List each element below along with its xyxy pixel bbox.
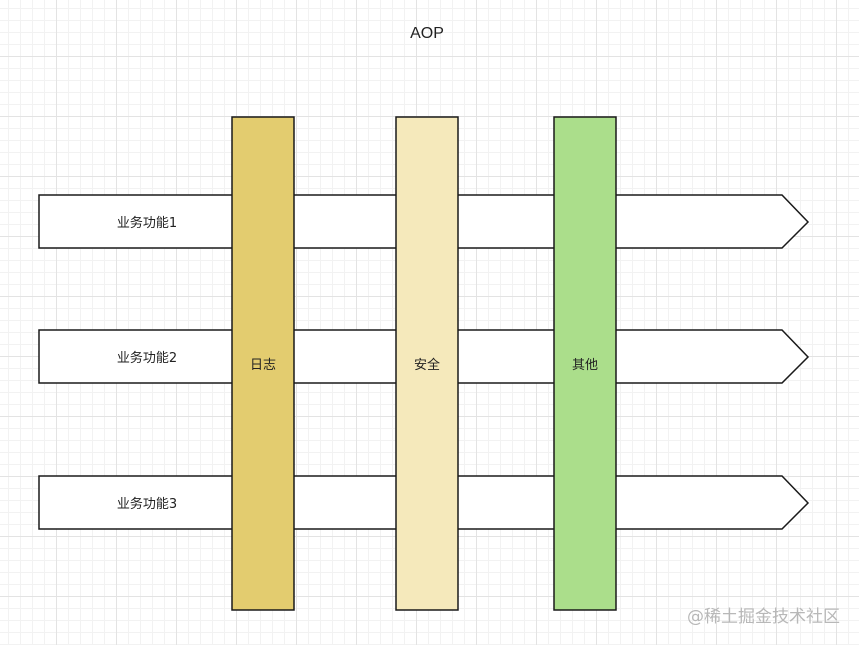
- aspect-label-other: 其他: [572, 358, 598, 373]
- aspect-column-other: 其他: [553, 116, 617, 611]
- watermark-text: @稀土掘金技术社区: [687, 607, 840, 627]
- flow-label-3: 业务功能3: [117, 496, 177, 512]
- aspect-column-security-rect: [395, 116, 459, 611]
- aspect-label-security: 安全: [414, 357, 440, 373]
- flow-label-2: 业务功能2: [117, 350, 177, 366]
- aspect-column-security: 安全: [395, 116, 459, 611]
- aspect-column-log: 日志: [231, 116, 295, 611]
- aspect-column-other-rect: [553, 116, 617, 611]
- flow-label-1: 业务功能1: [117, 215, 177, 231]
- aspect-column-log-rect: [231, 116, 295, 611]
- diagram-title: AOP: [410, 25, 444, 42]
- aspect-label-log: 日志: [250, 358, 276, 373]
